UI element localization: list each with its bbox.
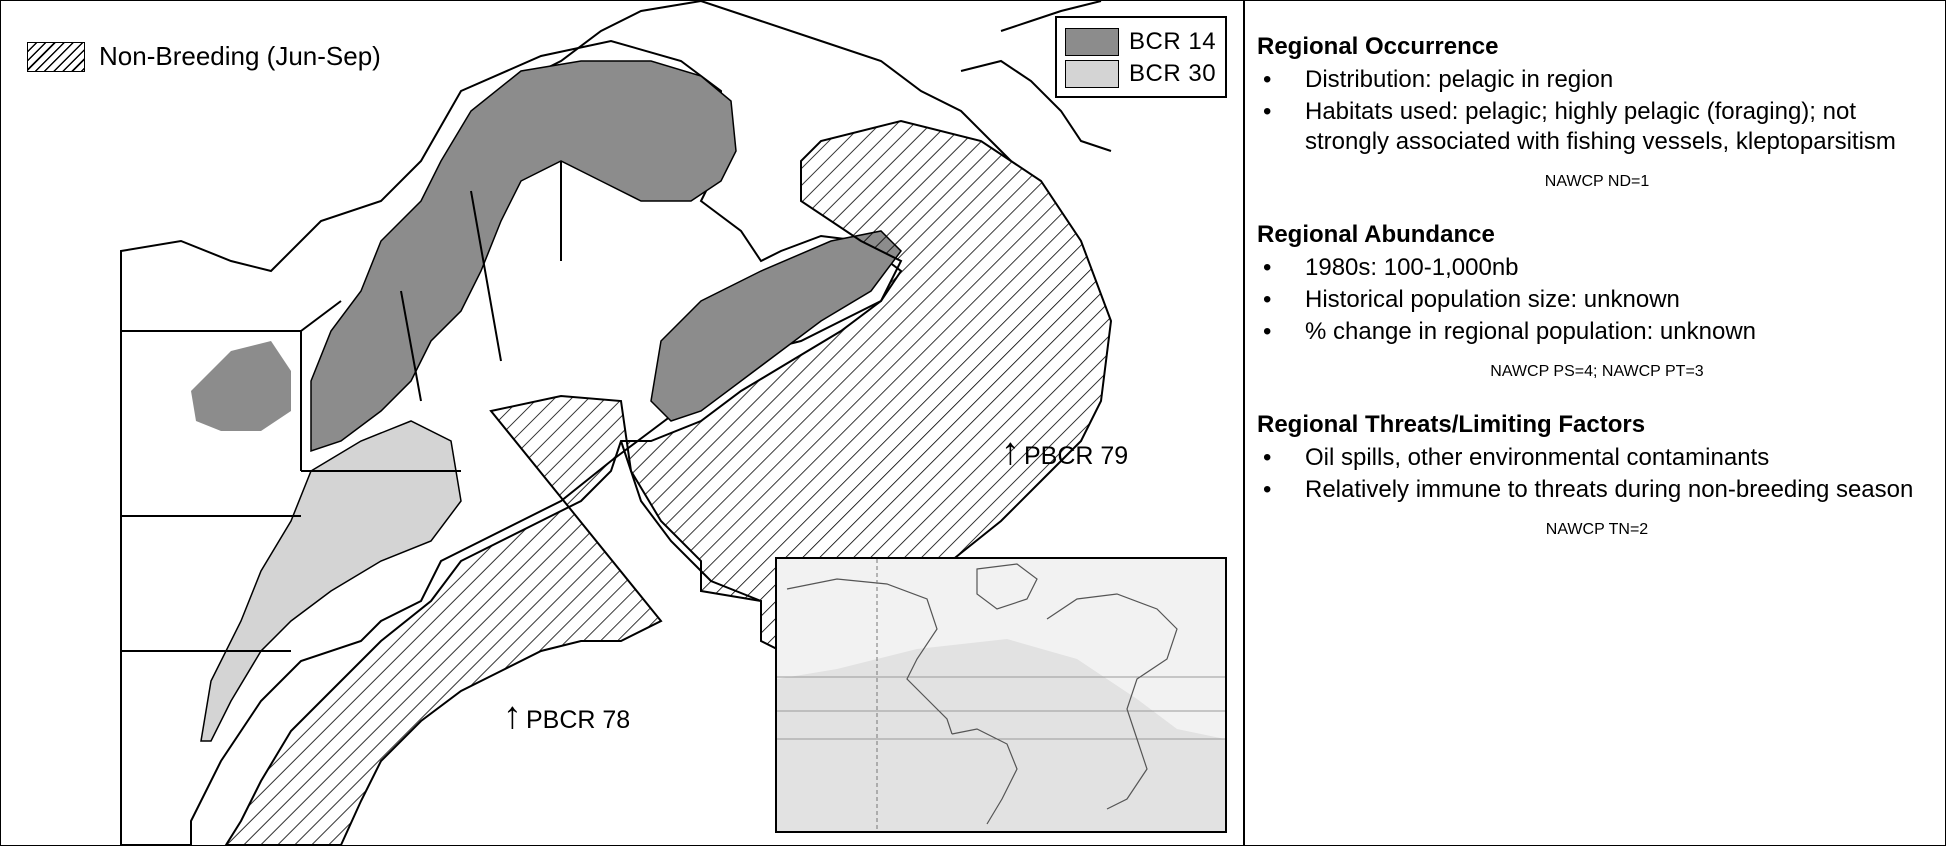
nonbreeding-legend-label: Non-Breeding (Jun-Sep) [99, 41, 381, 71]
pbcr-78-label: ↑ PBCR 78 [503, 697, 630, 735]
coast-northeast [960, 1, 1112, 152]
world-map [777, 559, 1225, 831]
section-abundance: Regional Abundance 1980s: 100-1,000nb Hi… [1257, 221, 1937, 381]
range-map [120, 1, 1113, 845]
legend-swatch [1065, 28, 1119, 56]
pbcr-79-label: ↑ PBCR 79 [1001, 433, 1128, 471]
list-item: Habitats used: pelagic; highly pelagic (… [1257, 97, 1937, 157]
inset-range [777, 639, 1225, 831]
bcr14-west-patch [191, 341, 291, 431]
pbcr-boundary [620, 440, 762, 602]
bullet-list: Distribution: pelagic in region Habitats… [1257, 65, 1937, 157]
info-panel: Regional Occurrence Distribution: pelagi… [1257, 33, 1937, 569]
legend-item-bcr30: BCR 30 [1065, 58, 1225, 90]
bcr30-region [200, 420, 462, 742]
legend-swatch [1065, 60, 1119, 88]
coastline [120, 39, 903, 845]
up-arrow-icon: ↑ [503, 695, 522, 737]
section-title: Regional Abundance [1257, 221, 1495, 248]
pbcr-79-text: PBCR 79 [1024, 442, 1129, 470]
bcr-legend: BCR 14 BCR 30 [1055, 16, 1227, 98]
panel-divider [1243, 1, 1245, 845]
list-item: Distribution: pelagic in region [1257, 65, 1937, 95]
bcr14-region [310, 60, 737, 453]
inset-greenland [976, 563, 1038, 610]
inset-europe-africa [1046, 593, 1178, 810]
pbcr-78-text: PBCR 78 [526, 706, 631, 734]
list-item: Historical population size: unknown [1257, 285, 1937, 315]
nonbreeding-legend: Non-Breeding (Jun-Sep) [27, 41, 381, 72]
list-item: Oil spills, other environmental contamin… [1257, 443, 1937, 473]
list-item: Relatively immune to threats during non-… [1257, 475, 1937, 505]
section-title: Regional Threats/Limiting Factors [1257, 411, 1646, 438]
legend-label: BCR 30 [1129, 60, 1217, 87]
map-panel: Non-Breeding (Jun-Sep) BCR 14 BCR 30 ↑ P… [1, 1, 1243, 845]
inset-south-america [951, 728, 1018, 825]
section-title: Regional Occurrence [1257, 33, 1499, 60]
hatch-swatch [27, 41, 85, 72]
section-threats: Regional Threats/Limiting Factors Oil sp… [1257, 411, 1937, 539]
bullet-list: Oil spills, other environmental contamin… [1257, 443, 1937, 505]
nawcp-code: NAWCP PS=4; NAWCP PT=3 [1490, 363, 1704, 380]
nawcp-code: NAWCP TN=2 [1545, 521, 1649, 538]
section-occurrence: Regional Occurrence Distribution: pelagi… [1257, 33, 1937, 191]
legend-item-bcr14: BCR 14 [1065, 26, 1225, 58]
world-inset-map [775, 557, 1227, 833]
up-arrow-icon: ↑ [1001, 431, 1020, 473]
nawcp-code: NAWCP ND=1 [1544, 173, 1650, 190]
border-lines [121, 161, 562, 652]
legend-label: BCR 14 [1129, 28, 1217, 55]
inset-north-america [786, 578, 953, 735]
bcr14-nova-scotia [650, 230, 902, 422]
list-item: % change in regional population: unknown [1257, 317, 1937, 347]
coast-north [500, 1, 1012, 162]
list-item: 1980s: 100-1,000nb [1257, 253, 1937, 283]
bullet-list: 1980s: 100-1,000nb Historical population… [1257, 253, 1937, 347]
